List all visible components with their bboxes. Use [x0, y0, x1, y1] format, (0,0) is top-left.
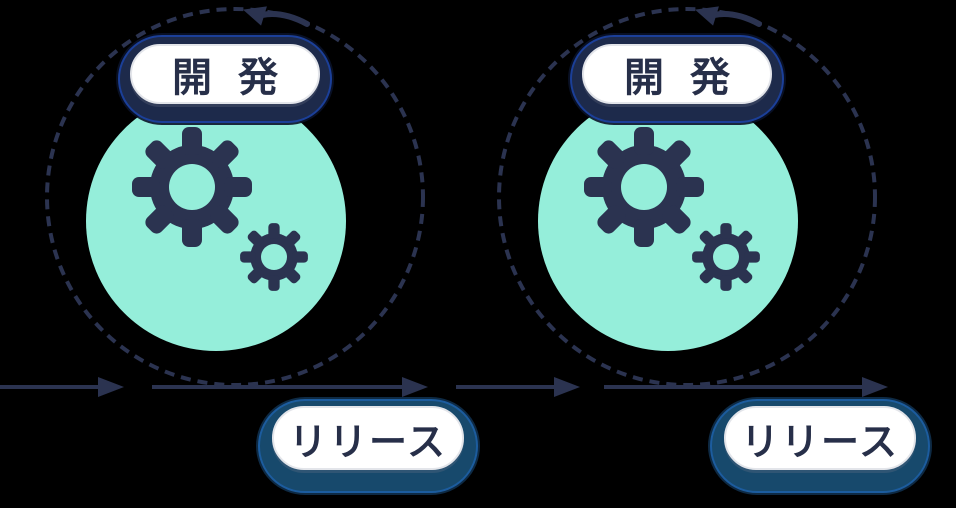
release-phase-pill: リリース — [258, 399, 478, 493]
dev-phase-label: 開発 — [624, 55, 756, 101]
flow-arrowhead-icons — [98, 377, 888, 397]
release-phase-pill: リリース — [710, 399, 930, 493]
release-phase-label: リリース — [288, 419, 448, 464]
release-phase-label: リリース — [740, 419, 900, 464]
release-pill-face: リリース — [272, 406, 464, 470]
flow-arrowhead-icon — [98, 377, 124, 397]
flow-arrowhead-icon — [554, 377, 580, 397]
dev-pill-face: 開発 — [582, 44, 772, 104]
release-pill-face: リリース — [724, 406, 916, 470]
dev-phase-label: 開発 — [172, 55, 304, 101]
dev-pill-face: 開発 — [130, 44, 320, 104]
dev-phase-pill: 開発 — [570, 35, 784, 123]
flow-arrowhead-icon — [862, 377, 888, 397]
dev-phase-pill: 開発 — [118, 35, 332, 123]
flow-arrowhead-icon — [402, 377, 428, 397]
